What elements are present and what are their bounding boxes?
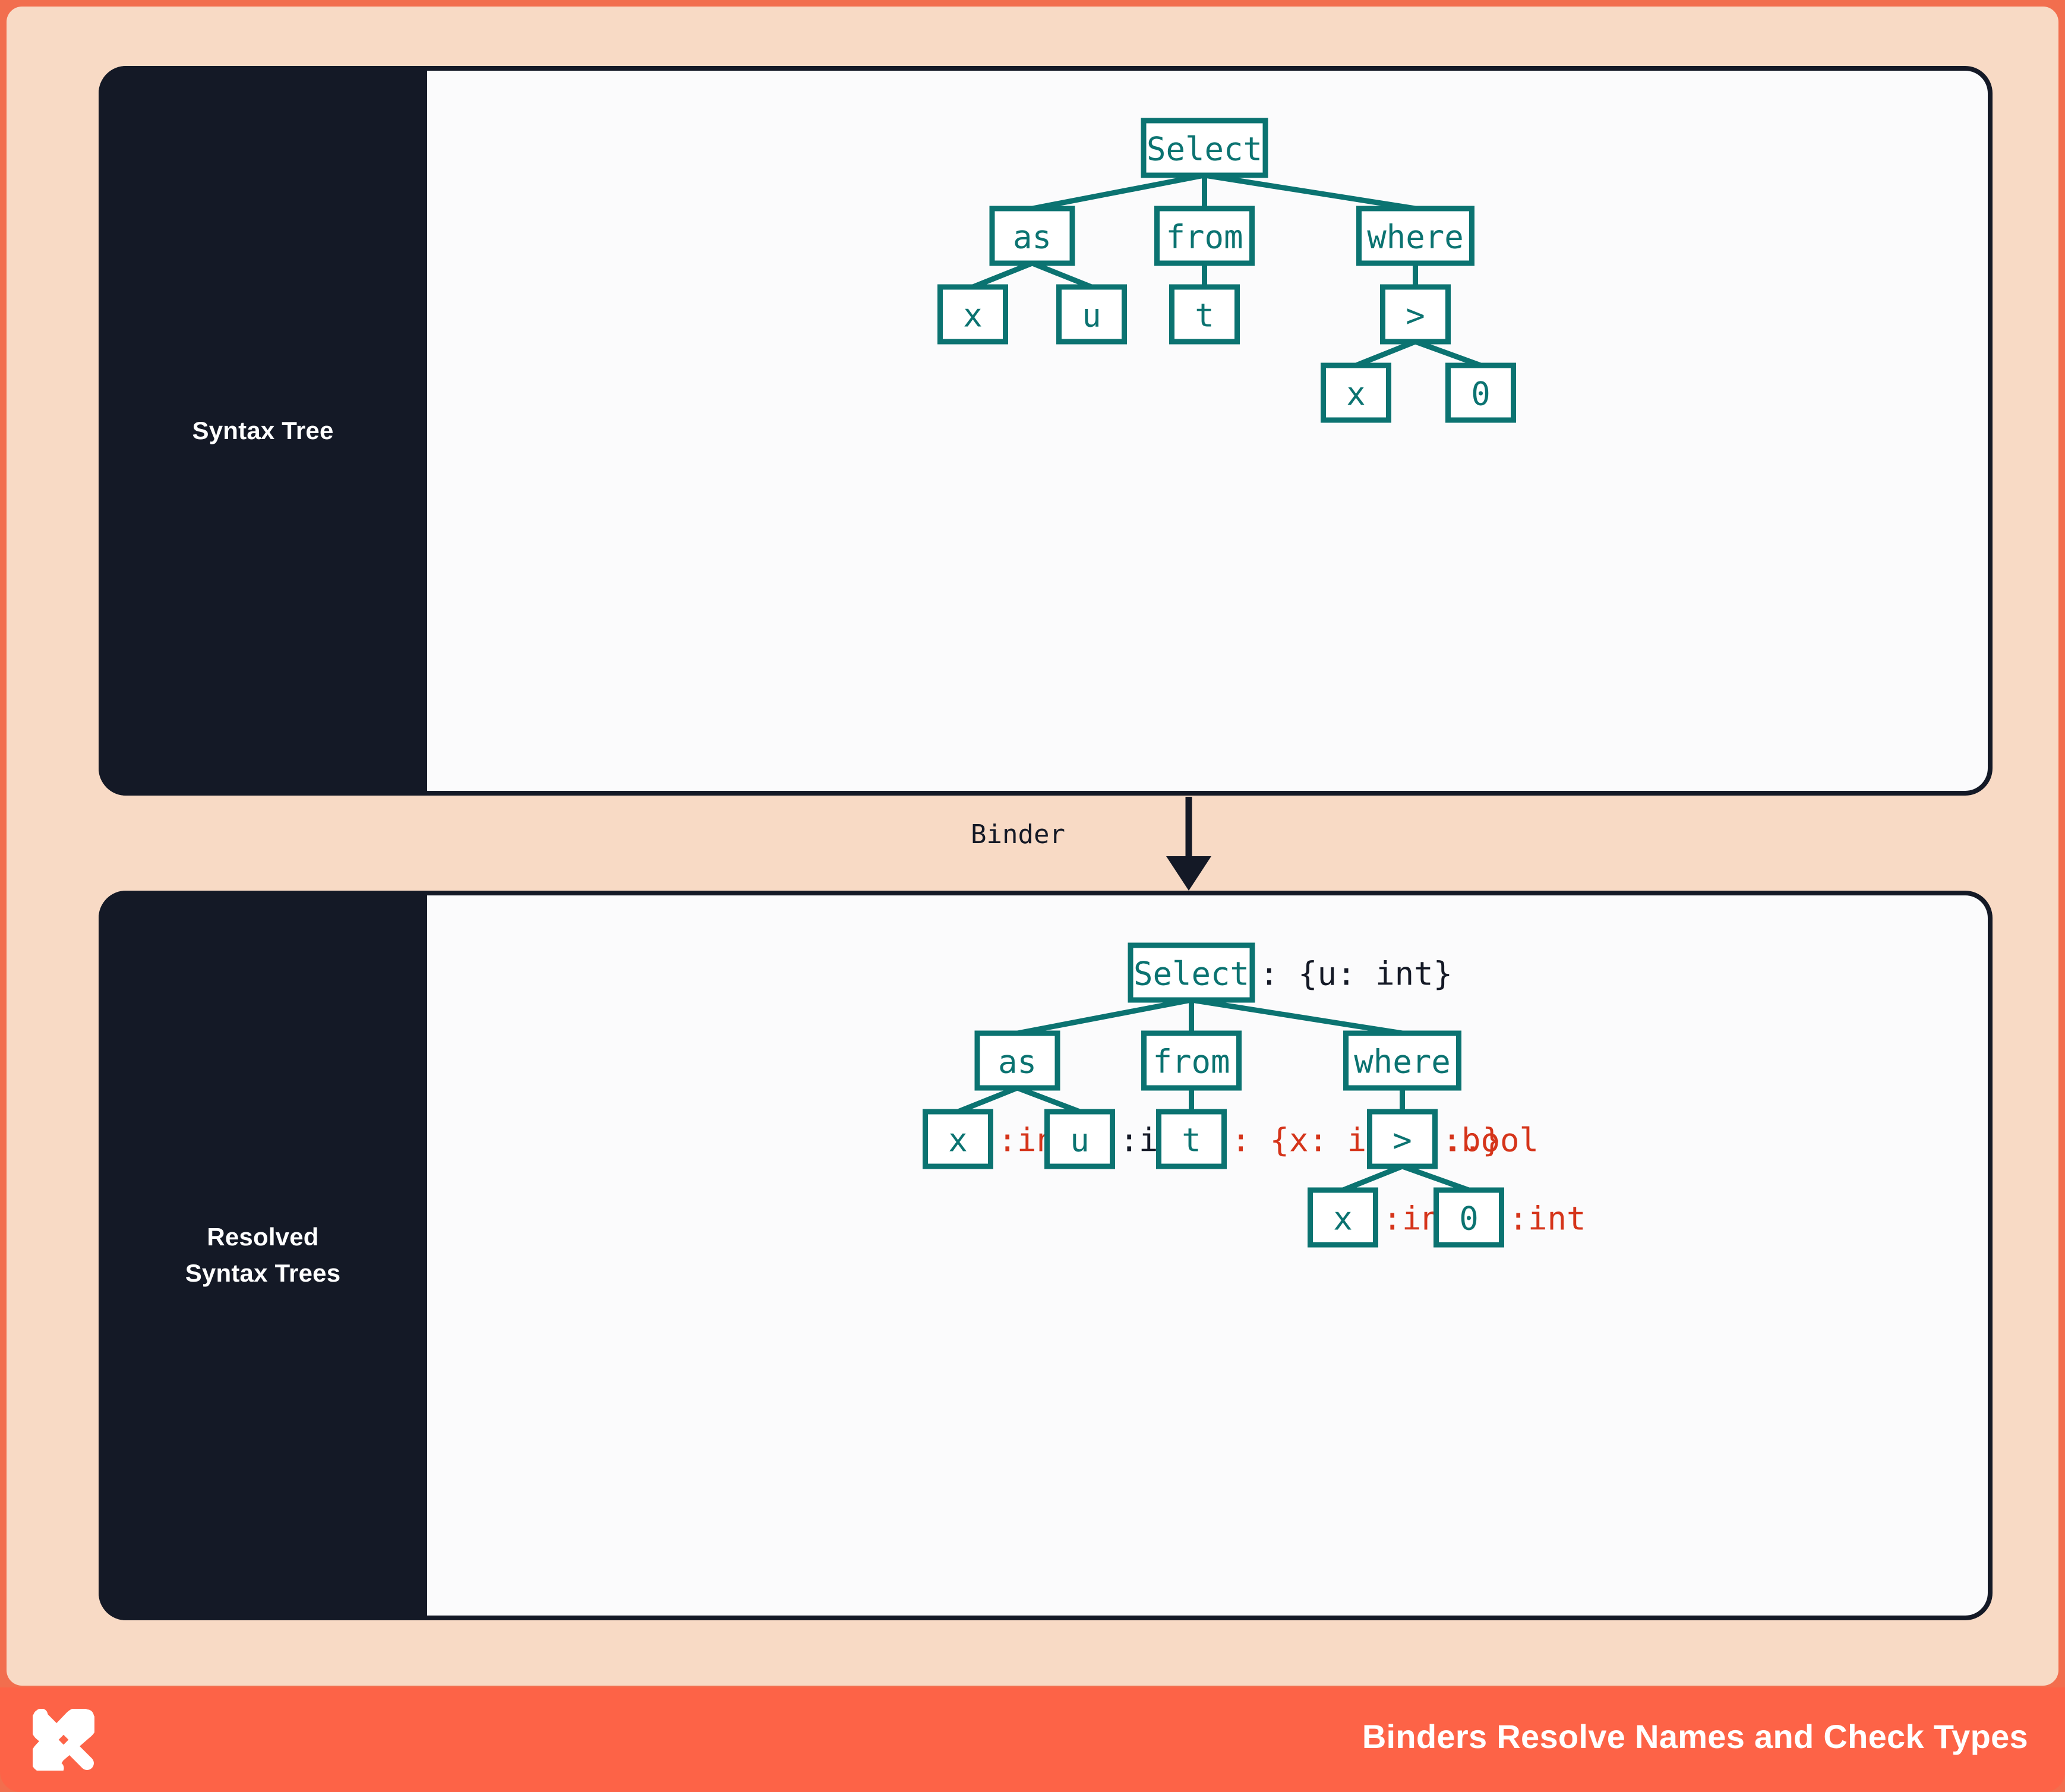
tree-node: t — [1169, 284, 1240, 345]
tree-node: 0 :int — [1433, 1187, 1586, 1248]
tree-node-label: x — [948, 1122, 968, 1159]
tree-node-box — [1056, 284, 1127, 345]
footer-caption: Binders Resolve Names and Check Types — [1362, 1718, 2028, 1755]
x-butterfly-logo-icon — [33, 1709, 94, 1771]
tree-node-type-annotation: : {x: int,...} — [1232, 1122, 1502, 1159]
resolved-label-line2: Syntax Trees — [185, 1259, 341, 1287]
syntax-tree-label-text: Syntax Tree — [192, 416, 334, 444]
tree-node-label: u — [1082, 297, 1101, 335]
tree-node-type-annotation: :int — [1509, 1200, 1586, 1238]
tree-node-box — [1445, 362, 1516, 423]
tree-edge — [1413, 339, 1483, 368]
tree-node-box — [1141, 118, 1268, 178]
tree-node-label: t — [1195, 297, 1214, 335]
tree-node-box — [923, 1109, 993, 1169]
tree-node-label: as — [998, 1043, 1037, 1081]
resolved-syntax-tree-canvas: Select: {u: int}asfromwherex:intu:intt: … — [427, 895, 1988, 1616]
tree-node: Select : {u: int} — [1128, 942, 1453, 1003]
resolved-syntax-trees-panel-label: Resolved Syntax Trees — [99, 891, 427, 1620]
tree-edge — [955, 1085, 1020, 1115]
syntax-tree-svg: Select as from where x u t > x 0 — [937, 118, 1516, 423]
tree-node: from — [1141, 1030, 1242, 1091]
tree-node: x — [1321, 362, 1391, 423]
tree-node-box — [1308, 1187, 1378, 1248]
tree-node-box — [937, 284, 1008, 345]
tree-node-box — [1433, 1187, 1504, 1248]
resolved-label-line1: Resolved — [207, 1223, 319, 1251]
tree-node-box — [974, 1030, 1060, 1091]
tree-node-label: Select — [1133, 955, 1249, 993]
tree-node: 0 — [1445, 362, 1516, 423]
tree-edge — [1189, 997, 1405, 1036]
tree-node-label: x — [1333, 1200, 1353, 1238]
tree-node-label: Select — [1147, 131, 1262, 168]
resolved-syntax-trees-panel: Resolved Syntax Trees Select : {u: int} as… — [99, 891, 1993, 1620]
tree-node-box — [1154, 206, 1255, 266]
tree-node-label: from — [1166, 219, 1243, 256]
tree-node-label: x — [1346, 376, 1366, 413]
tree-node-label: u — [1070, 1122, 1090, 1159]
tree-node-label: where — [1367, 219, 1464, 256]
tree-node-box — [1367, 1109, 1438, 1169]
tree-node: where — [1343, 1030, 1461, 1091]
footer-bar: Binders Resolve Names and Check Types — [0, 1687, 2065, 1792]
tree-node-box — [1156, 1109, 1227, 1169]
tree-node: x — [937, 284, 1008, 345]
tree-node: t : {x: int,...} — [1156, 1109, 1502, 1169]
tree-node-label: x — [963, 297, 983, 335]
resolved-label-text: Resolved Syntax Trees — [185, 1219, 341, 1292]
tree-edge — [1353, 339, 1418, 368]
tree-node: u — [1056, 284, 1127, 345]
tree-node-box — [1128, 942, 1255, 1003]
arrow-down-icon — [1166, 797, 1211, 891]
tree-edge — [1202, 172, 1418, 212]
tree-node-label: > — [1406, 297, 1425, 335]
tree-node-label: > — [1393, 1122, 1412, 1159]
syntax-tree-panel-label: Syntax Tree — [99, 66, 427, 796]
tree-node: where — [1356, 206, 1474, 266]
tree-edge — [1015, 1085, 1082, 1115]
tree-edge — [1030, 260, 1094, 290]
tree-node-box — [1380, 284, 1451, 345]
tree-node: Select — [1141, 118, 1268, 178]
tree-edge — [1030, 172, 1207, 212]
tree-node-label: from — [1153, 1043, 1230, 1081]
tree-node: from — [1154, 206, 1255, 266]
tree-edge — [970, 260, 1035, 290]
tree-node: > — [1380, 284, 1451, 345]
canvas-background: Syntax Tree Select as from where x u t > x 0 Bind… — [7, 7, 2058, 1686]
tree-node-box — [1141, 1030, 1242, 1091]
tree-node-box — [1169, 284, 1240, 345]
tree-node-box — [1356, 206, 1474, 266]
tree-node-label: 0 — [1471, 376, 1491, 413]
tree-node-box — [1343, 1030, 1461, 1091]
tree-node-label: t — [1182, 1122, 1201, 1159]
tree-node-box — [989, 206, 1075, 266]
tree-node-box — [1044, 1109, 1115, 1169]
tree-node: > :bool — [1367, 1109, 1539, 1169]
tree-node-type-annotation: :bool — [1442, 1122, 1539, 1159]
tree-edge — [1340, 1163, 1405, 1193]
syntax-tree-panel: Syntax Tree Select as from where x u t > x 0 — [99, 66, 1993, 796]
tree-node: as — [989, 206, 1075, 266]
binder-label: Binder — [971, 819, 1065, 850]
tree-edge — [1015, 997, 1194, 1036]
tree-node-box — [1321, 362, 1391, 423]
tree-node: as — [974, 1030, 1060, 1091]
tree-node-label: as — [1013, 219, 1052, 256]
tree-node-label: where — [1354, 1043, 1451, 1081]
resolved-syntax-tree-svg: Select: {u: int}asfromwherex:intu:intt: … — [923, 942, 1586, 1248]
tree-edge — [1400, 1163, 1472, 1193]
syntax-tree-canvas: Select as from where x u t > x 0 — [427, 71, 1988, 791]
tree-node-type-annotation: : {u: int} — [1259, 955, 1453, 993]
tree-node-label: 0 — [1459, 1200, 1479, 1238]
